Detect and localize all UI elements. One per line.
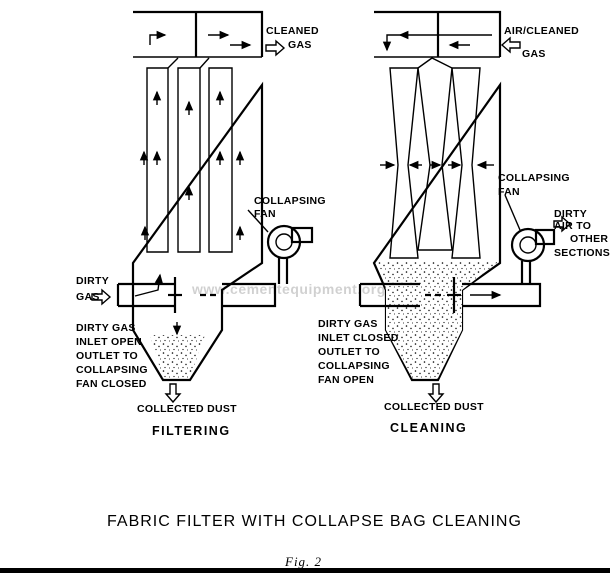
cleaned-gas-outlet-arrow — [265, 39, 286, 57]
air-cleaned-gas-label-line2: GAS — [522, 48, 546, 60]
right-collapsing-fan-label-line2: FAN — [498, 186, 520, 198]
right-inlet-note-line1: DIRTY GAS — [318, 318, 378, 330]
right-collapsing-fan-label-line1: COLLAPSING — [498, 172, 570, 184]
left-dust-discharge-arrow — [164, 383, 182, 404]
dirty-gas-label-line1: DIRTY — [76, 275, 109, 287]
left-collected-dust-label: COLLECTED DUST — [137, 403, 237, 415]
left-inlet-note-line2: INLET OPEN — [76, 336, 142, 348]
air-cleaned-gas-inlet-arrow — [500, 36, 521, 54]
left-fan-duct — [222, 282, 277, 308]
left-collapsing-fan — [266, 224, 314, 284]
cleaned-gas-label-line2: GAS — [288, 39, 312, 51]
left-inlet-note-line1: DIRTY GAS — [76, 322, 136, 334]
filtering-caption: FILTERING — [152, 424, 231, 438]
figure-number: Fig. 2 — [284, 554, 322, 569]
cleaning-caption: CLEANING — [390, 421, 467, 435]
right-fan-duct — [462, 282, 542, 308]
dirty-air-label-line1: DIRTY — [554, 208, 587, 220]
right-collected-dust-label: COLLECTED DUST — [384, 401, 484, 413]
left-collapsing-fan-label-line1: COLLAPSING — [254, 195, 326, 207]
watermark: www.cementequipment.org — [191, 281, 386, 297]
left-inlet-note-line4: COLLAPSING — [76, 364, 148, 376]
right-fan-leader — [504, 194, 521, 231]
right-inlet-note-line2: INLET CLOSED — [318, 332, 399, 344]
left-inlet-note-line3: OUTLET TO — [76, 350, 138, 362]
bottom-border — [0, 568, 610, 573]
dirty-air-label-line2: AIR TO — [554, 220, 591, 232]
right-inlet-note: DIRTY GAS INLET CLOSED OUTLET TO COLLAPS… — [318, 318, 399, 386]
left-filter-bags — [146, 57, 233, 253]
dirty-gas-label-line2: GAS — [76, 291, 100, 303]
left-top-flow-arrow — [149, 30, 167, 45]
dirty-air-label-line4: SECTIONS — [554, 247, 610, 259]
left-fan-leader — [247, 209, 269, 233]
dirty-air-label: DIRTY AIR TO OTHER SECTIONS — [554, 208, 610, 259]
right-housing — [372, 10, 502, 382]
right-inlet-note-line5: FAN OPEN — [318, 374, 374, 386]
left-collapsing-fan-label-line2: FAN — [254, 208, 276, 220]
left-inlet-duct — [116, 282, 175, 308]
right-inlet-note-line3: OUTLET TO — [318, 346, 380, 358]
left-inlet-note: DIRTY GAS INLET OPEN OUTLET TO COLLAPSIN… — [76, 322, 148, 390]
right-inlet-note-line4: COLLAPSING — [318, 360, 390, 372]
cleaned-gas-label-line1: CLEANED — [266, 25, 319, 37]
dirty-air-label-line3: OTHER — [570, 233, 608, 245]
right-hopper-dust — [378, 262, 498, 378]
right-dust-discharge-arrow — [427, 383, 445, 404]
dirty-gas-inlet-arrow — [91, 288, 112, 306]
figure-title: FABRIC FILTER WITH COLLAPSE BAG CLEANING — [107, 513, 522, 530]
air-cleaned-gas-label-line1: AIR/CLEANED — [504, 25, 579, 37]
left-inlet-note-line5: FAN CLOSED — [76, 378, 147, 390]
right-collapsed-bags — [389, 57, 481, 259]
left-bag-flow-arrows — [139, 90, 245, 240]
filtering-unit — [91, 10, 314, 404]
left-hopper-dust — [150, 335, 205, 378]
dirty-air-outlet-arrow — [553, 215, 572, 233]
right-collapsing-fan — [510, 227, 556, 284]
left-housing — [131, 10, 264, 382]
cleaning-unit — [358, 10, 572, 404]
